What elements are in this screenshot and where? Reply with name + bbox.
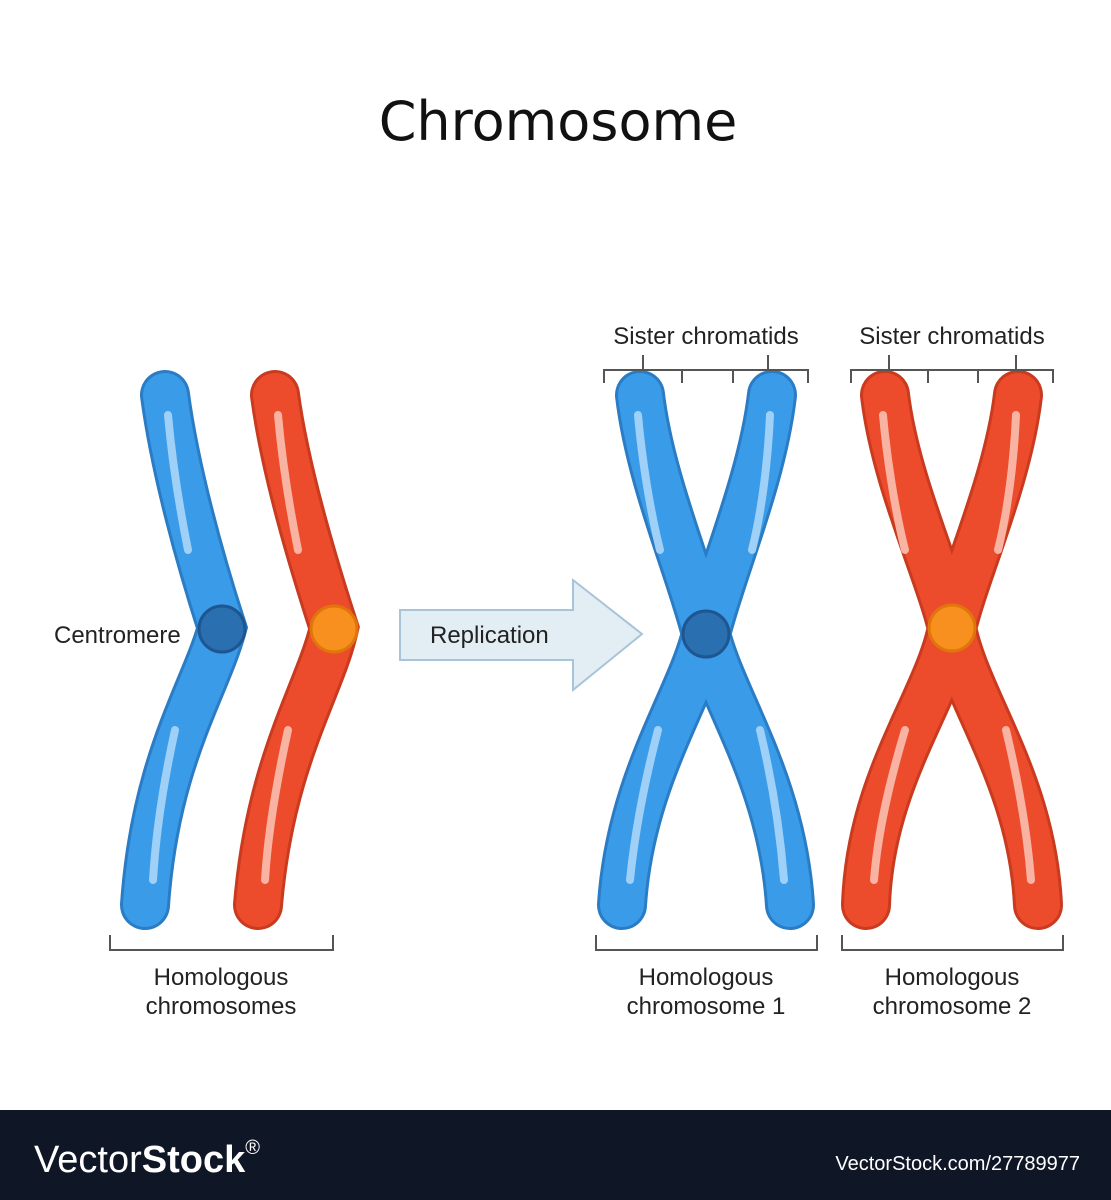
replication-arrow bbox=[399, 577, 644, 693]
blue-centromere-left bbox=[197, 604, 247, 654]
bracket-sister-right-1 bbox=[732, 369, 809, 383]
bracket-sister-top-2 bbox=[888, 355, 1017, 371]
bracket-homologous bbox=[109, 935, 334, 951]
replication-label: Replication bbox=[430, 622, 549, 649]
bracket-sister-left-2 bbox=[850, 369, 929, 383]
sister-chromatids-label-1: Sister chromatids bbox=[613, 323, 798, 350]
bracket-sister-right-2 bbox=[977, 369, 1054, 383]
footer-bar bbox=[0, 1110, 1111, 1200]
blue-centromere-right bbox=[681, 609, 731, 659]
diagram-title: Chromosome bbox=[379, 90, 738, 153]
bracket-homologous-1 bbox=[595, 935, 818, 951]
homologous1-label-line2: chromosome 1 bbox=[627, 993, 786, 1020]
orange-centromere-left bbox=[309, 604, 359, 654]
homologous2-label-line2: chromosome 2 bbox=[873, 993, 1032, 1020]
homologous-label-line1: Homologous bbox=[154, 964, 289, 991]
image-id-text: VectorStock.com/27789977 bbox=[835, 1153, 1080, 1175]
bracket-homologous-2 bbox=[841, 935, 1064, 951]
homologous2-label-line1: Homologous bbox=[885, 964, 1020, 991]
sister-chromatids-label-2: Sister chromatids bbox=[859, 323, 1044, 350]
centromere-label: Centromere bbox=[54, 622, 181, 649]
homologous-label-line2: chromosomes bbox=[146, 993, 297, 1020]
homologous1-label-line1: Homologous bbox=[639, 964, 774, 991]
bracket-sister-top-1 bbox=[642, 355, 769, 371]
bracket-sister-left-1 bbox=[603, 369, 683, 383]
vectorstock-logo: VectorStock® bbox=[34, 1137, 260, 1181]
orange-centromere-right bbox=[927, 603, 977, 653]
